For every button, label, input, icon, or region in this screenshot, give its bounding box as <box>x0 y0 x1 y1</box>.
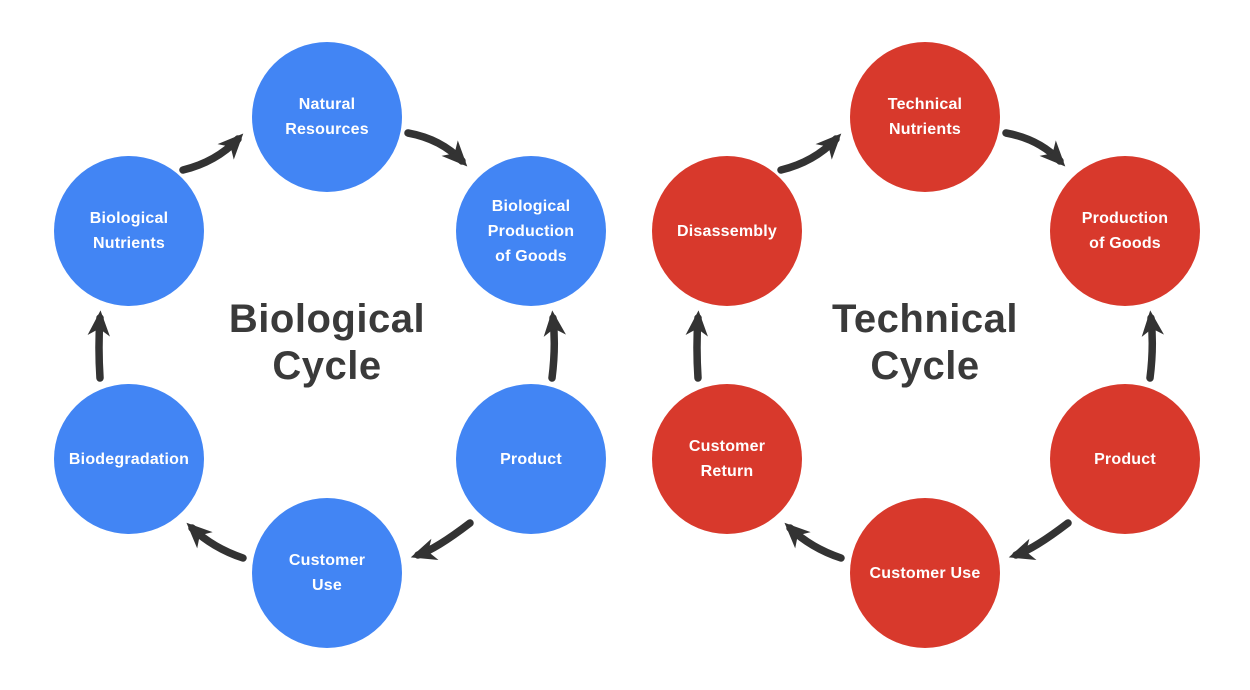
node-label: Natural Resources <box>285 96 369 138</box>
biological-cycle-title: Biological Cycle <box>228 297 426 388</box>
node-customer-use-biological: Customer Use <box>252 498 402 648</box>
node-customer-use-technical: Customer Use <box>850 498 1000 648</box>
node-technical-nutrients: Technical Nutrients <box>850 42 1000 192</box>
node-biodegradation: Biodegradation <box>54 384 204 534</box>
node-biological-production-of-goods: Biological Production of Goods <box>456 156 606 306</box>
node-label: Product <box>1094 450 1156 468</box>
node-label: Product <box>500 450 562 468</box>
node-biological-nutrients: Biological Nutrients <box>54 156 204 306</box>
node-disassembly: Disassembly <box>652 156 802 306</box>
technical-cycle-title: Technical Cycle <box>831 297 1019 388</box>
node-label: Customer Return <box>688 438 766 480</box>
node-label: Customer Use <box>288 552 366 594</box>
node-natural-resources: Natural Resources <box>252 42 402 192</box>
node-product-technical: Product <box>1050 384 1200 534</box>
node-label: Disassembly <box>676 222 778 240</box>
node-label: Customer Use <box>869 564 981 582</box>
node-production-of-goods: Production of Goods <box>1050 156 1200 306</box>
node-customer-return: Customer Return <box>652 384 802 534</box>
node-label: Biodegradation <box>68 450 190 468</box>
node-label: Technical Nutrients <box>887 96 963 138</box>
node-label: Production of Goods <box>1081 210 1169 252</box>
node-label: Biological Nutrients <box>89 210 169 252</box>
node-product-biological: Product <box>456 384 606 534</box>
node-label: Biological Production of Goods <box>487 197 575 265</box>
